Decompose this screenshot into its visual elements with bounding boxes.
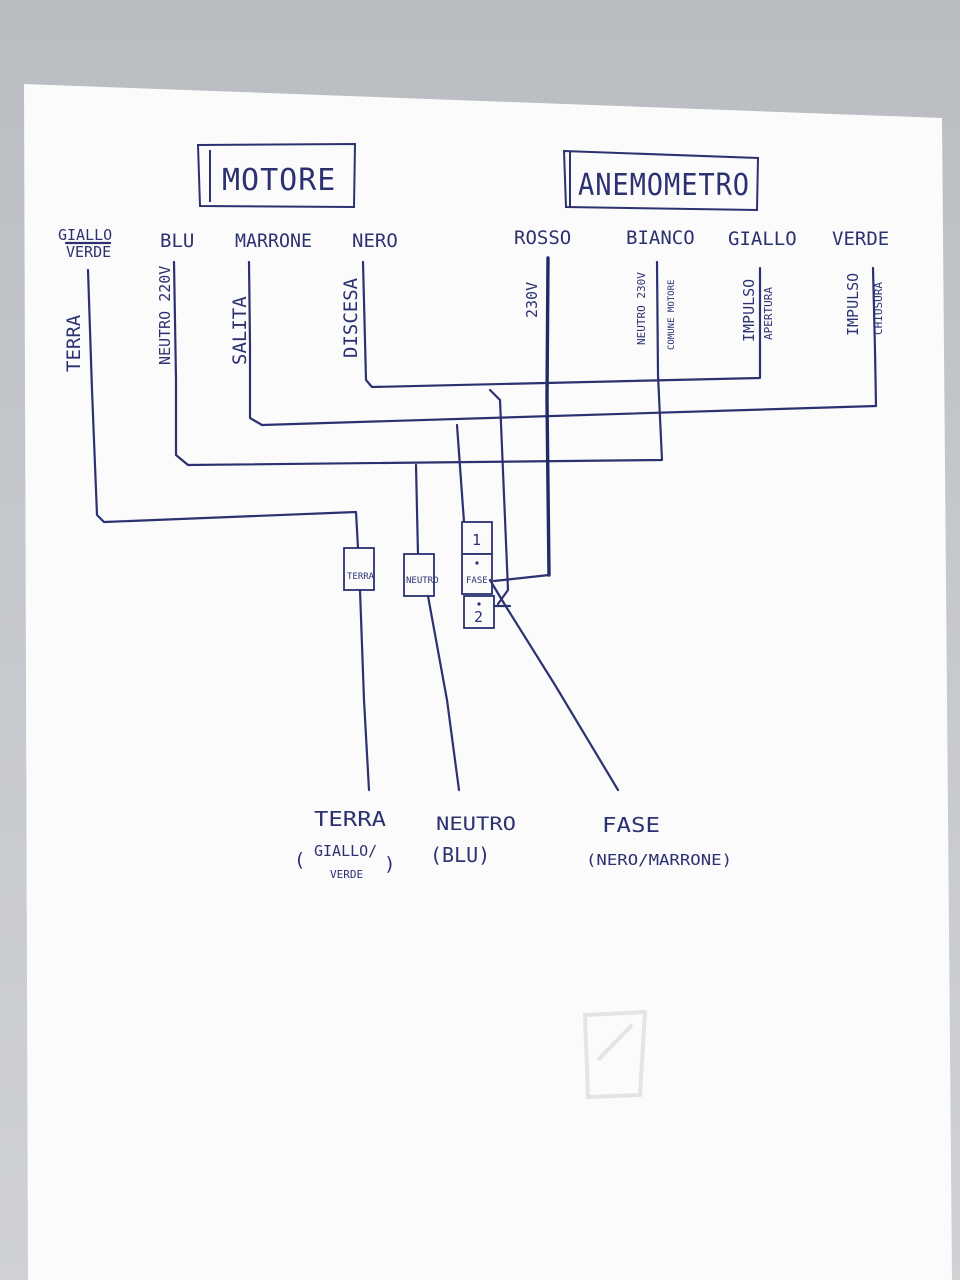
function-salita: SALITA: [229, 296, 251, 365]
wire-anemometro-230v: [545, 256, 551, 577]
wire-color-nero: NERO: [352, 230, 398, 252]
wire-color-verde: VERDE: [832, 228, 889, 250]
motore-title-box: MOTORE: [196, 142, 357, 209]
paper-sheet: [24, 84, 952, 1280]
wire-motore-salita: [247, 260, 878, 427]
function-neutro-230v: NEUTRO 230V: [635, 272, 648, 345]
supply-terra-paren-close: ): [384, 853, 395, 875]
function-discesa: DISCESA: [340, 277, 362, 358]
supply-terra-color-a: GIALLO/: [314, 842, 377, 860]
function-comune-motore: COMUNE MOTORE: [667, 280, 677, 350]
terminal-neutro-label: NEUTRO: [406, 576, 439, 586]
anemometro-title-box: ANEMOMETRO: [562, 149, 760, 212]
terminal-neutro: [403, 553, 435, 597]
wire-color-giallo-verde-bottom: VERDE: [66, 243, 111, 261]
terminal-terra-label: TERRA: [347, 572, 375, 582]
supply-neutro-color: (BLU): [430, 843, 490, 867]
supply-terra-label: TERRA: [314, 807, 386, 831]
switch-contact-1: [461, 521, 493, 555]
wire-color-marrone: MARRONE: [235, 230, 312, 252]
wire-supply-terra: [358, 588, 371, 792]
switch-contact-1-label: 1: [472, 531, 481, 549]
show-through-mark: [582, 1009, 648, 1100]
anemometro-title: ANEMOMETRO: [578, 168, 750, 203]
wire-color-giallo-verde-top: GIALLO: [58, 226, 112, 244]
wire-230v-to-fase: [492, 573, 551, 583]
switch-contact-fase: [461, 553, 493, 595]
function-230v: 230V: [523, 282, 541, 318]
function-terra: TERRA: [63, 314, 85, 372]
wire-motore-neutro: [172, 260, 664, 467]
switch-contact-dot: [475, 561, 479, 565]
wire-color-bianco: BIANCO: [626, 227, 695, 249]
wire-motore-discesa: [361, 260, 762, 389]
function-impulso-apertura-line2: APERTURA: [762, 287, 775, 340]
switch-contact-2-label: 2: [474, 608, 483, 626]
supply-fase-color: (NERO/MARRONE): [586, 851, 732, 869]
switch-contact-fase-label: FASE: [466, 576, 488, 586]
function-neutro-220v: NEUTRO 220V: [156, 266, 174, 365]
function-impulso-apertura-line1: IMPULSO: [740, 279, 758, 342]
wire-motore-terra: [86, 268, 360, 550]
function-impulso-chiusura-line1: IMPULSO: [844, 273, 862, 336]
switch-contact-2: [463, 595, 495, 629]
wire-supply-fase: [488, 578, 620, 792]
wire-color-giallo: GIALLO: [728, 228, 797, 250]
supply-terra-color-b: VERDE: [330, 868, 363, 881]
supply-terra-paren-open: (: [294, 849, 305, 871]
terminal-terra: [343, 547, 375, 591]
wire-discesa-drop: [488, 388, 510, 606]
supply-fase-label: FASE: [602, 813, 660, 837]
wire-color-rosso: ROSSO: [514, 227, 571, 249]
wire-color-blu: BLU: [160, 230, 194, 252]
wire-supply-neutro: [426, 594, 461, 792]
supply-neutro-label: NEUTRO: [436, 813, 516, 835]
motore-title: MOTORE: [222, 163, 336, 198]
wire-salita-drop: [455, 423, 466, 524]
wire-neutro-drop: [414, 463, 420, 557]
switch-contact-dot-2: [477, 602, 481, 606]
